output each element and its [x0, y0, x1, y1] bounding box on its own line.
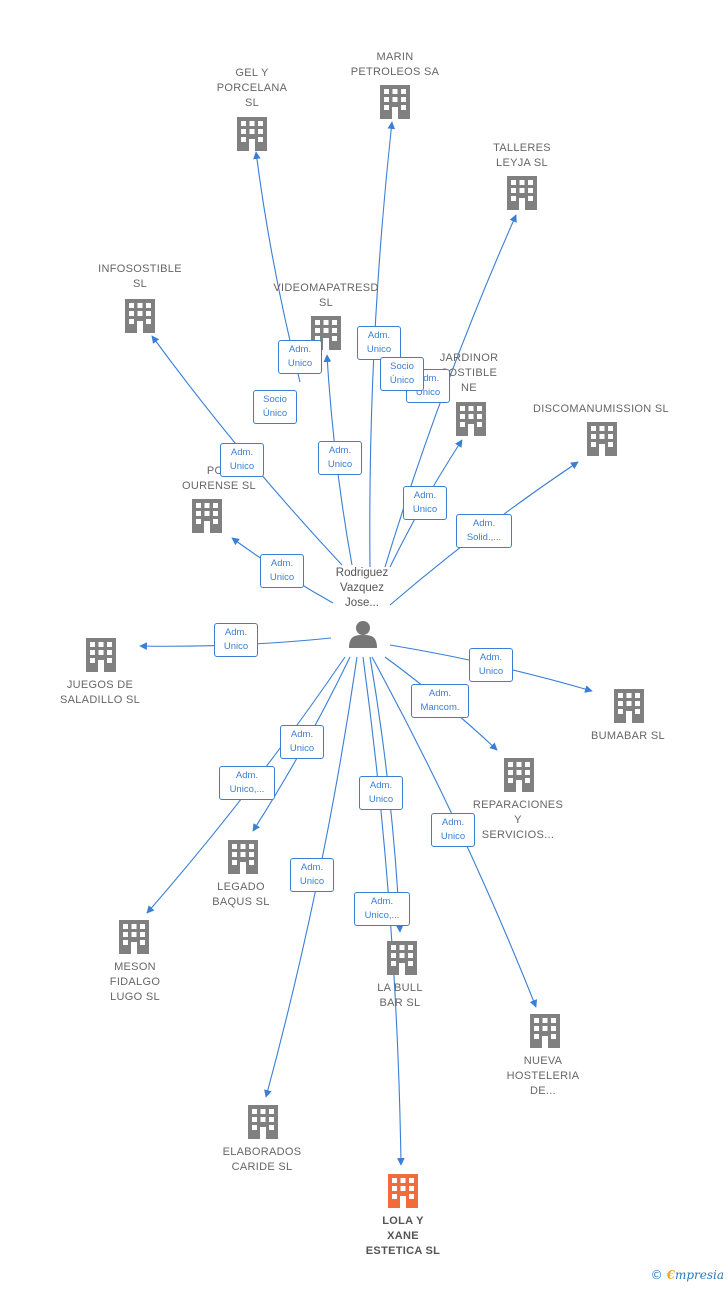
company-label-discomanumission[interactable]: DISCOMANUMISSION SL	[533, 403, 669, 415]
edge-role-label: Adm. Unico	[403, 486, 447, 520]
empresia-logo: ©€mpresia	[650, 1268, 724, 1282]
building-icon[interactable]	[380, 85, 410, 119]
company-label-infosostible[interactable]: INFOSOSTIBLE SL	[98, 263, 182, 290]
edge-role-label: Adm. Unico	[280, 725, 324, 759]
company-label-videomapa[interactable]: VIDEOMAPATRESD SL	[273, 282, 379, 309]
building-icon[interactable]	[530, 1014, 560, 1048]
edge-role-label: Adm. Unico	[469, 648, 513, 682]
edge-role-label: Adm. Unico	[214, 623, 258, 657]
company-label-bumabar[interactable]: BUMABAR SL	[591, 730, 665, 742]
edge-role-label: Adm. Unico	[278, 340, 322, 374]
company-label-marin[interactable]: MARIN PETROLEOS SA	[350, 51, 440, 78]
building-icon[interactable]	[456, 402, 486, 436]
person-icon	[349, 621, 377, 648]
edge-role-label: Adm. Mancom.	[411, 684, 469, 718]
edge-role-label: Adm. Unico	[357, 326, 401, 360]
edge-role-label: Adm. Unico,...	[354, 892, 410, 926]
building-icon[interactable]	[228, 840, 258, 874]
building-icon[interactable]	[614, 689, 644, 723]
company-label-gel[interactable]: GEL Y PORCELANA SL	[216, 67, 288, 109]
company-label-legado[interactable]: LEGADO BAQUS SL	[212, 881, 270, 908]
company-label-labull[interactable]: LA BULL BAR SL	[377, 982, 423, 1009]
building-icon[interactable]	[387, 941, 417, 975]
building-icon[interactable]	[388, 1174, 418, 1208]
building-icon[interactable]	[504, 758, 534, 792]
edge-role-label: Adm. Unico	[318, 441, 362, 475]
edge-role-label: Adm. Unico	[290, 858, 334, 892]
building-icon[interactable]	[237, 117, 267, 151]
company-label-pop[interactable]: POP OURENSE SL	[182, 465, 256, 492]
building-icon[interactable]	[248, 1105, 278, 1139]
company-label-lola[interactable]: LOLA Y XANE ESTETICA SL	[365, 1215, 441, 1257]
edge-role-label: Adm. Unico,...	[219, 766, 275, 800]
edge-role-label: Adm. Unico	[431, 813, 475, 847]
edge-role-label: Adm. Solid.,...	[456, 514, 512, 548]
edge-role-label: Socio Único	[380, 357, 424, 391]
building-icon[interactable]	[125, 299, 155, 333]
company-label-jardinor[interactable]: JARDINOR SOSTIBLE NE	[439, 352, 499, 394]
company-label-elaborados[interactable]: ELABORADOS CARIDE SL	[222, 1146, 302, 1173]
edge-role-label: Adm. Unico	[359, 776, 403, 810]
building-icon[interactable]	[192, 499, 222, 533]
company-label-reparaciones[interactable]: REPARACIONES Y SERVICIOS...	[472, 799, 564, 841]
building-icon[interactable]	[507, 176, 537, 210]
company-label-meson[interactable]: MESON FIDALGO LUGO SL	[109, 961, 161, 1003]
building-icon[interactable]	[119, 920, 149, 954]
edge-role-label: Socio Único	[253, 390, 297, 424]
company-label-nueva[interactable]: NUEVA HOSTELERIA DE...	[506, 1055, 580, 1097]
edge-role-label: Adm. Unico	[220, 443, 264, 477]
company-label-juegos[interactable]: JUEGOS DE SALADILLO SL	[59, 679, 141, 706]
center-person-name[interactable]: Rodriguez Vazquez Jose...	[335, 567, 389, 609]
edge-role-label: Adm. Unico	[260, 554, 304, 588]
building-icon[interactable]	[587, 422, 617, 456]
company-label-talleres[interactable]: TALLERES LEYJA SL	[493, 142, 551, 169]
building-icon[interactable]	[86, 638, 116, 672]
